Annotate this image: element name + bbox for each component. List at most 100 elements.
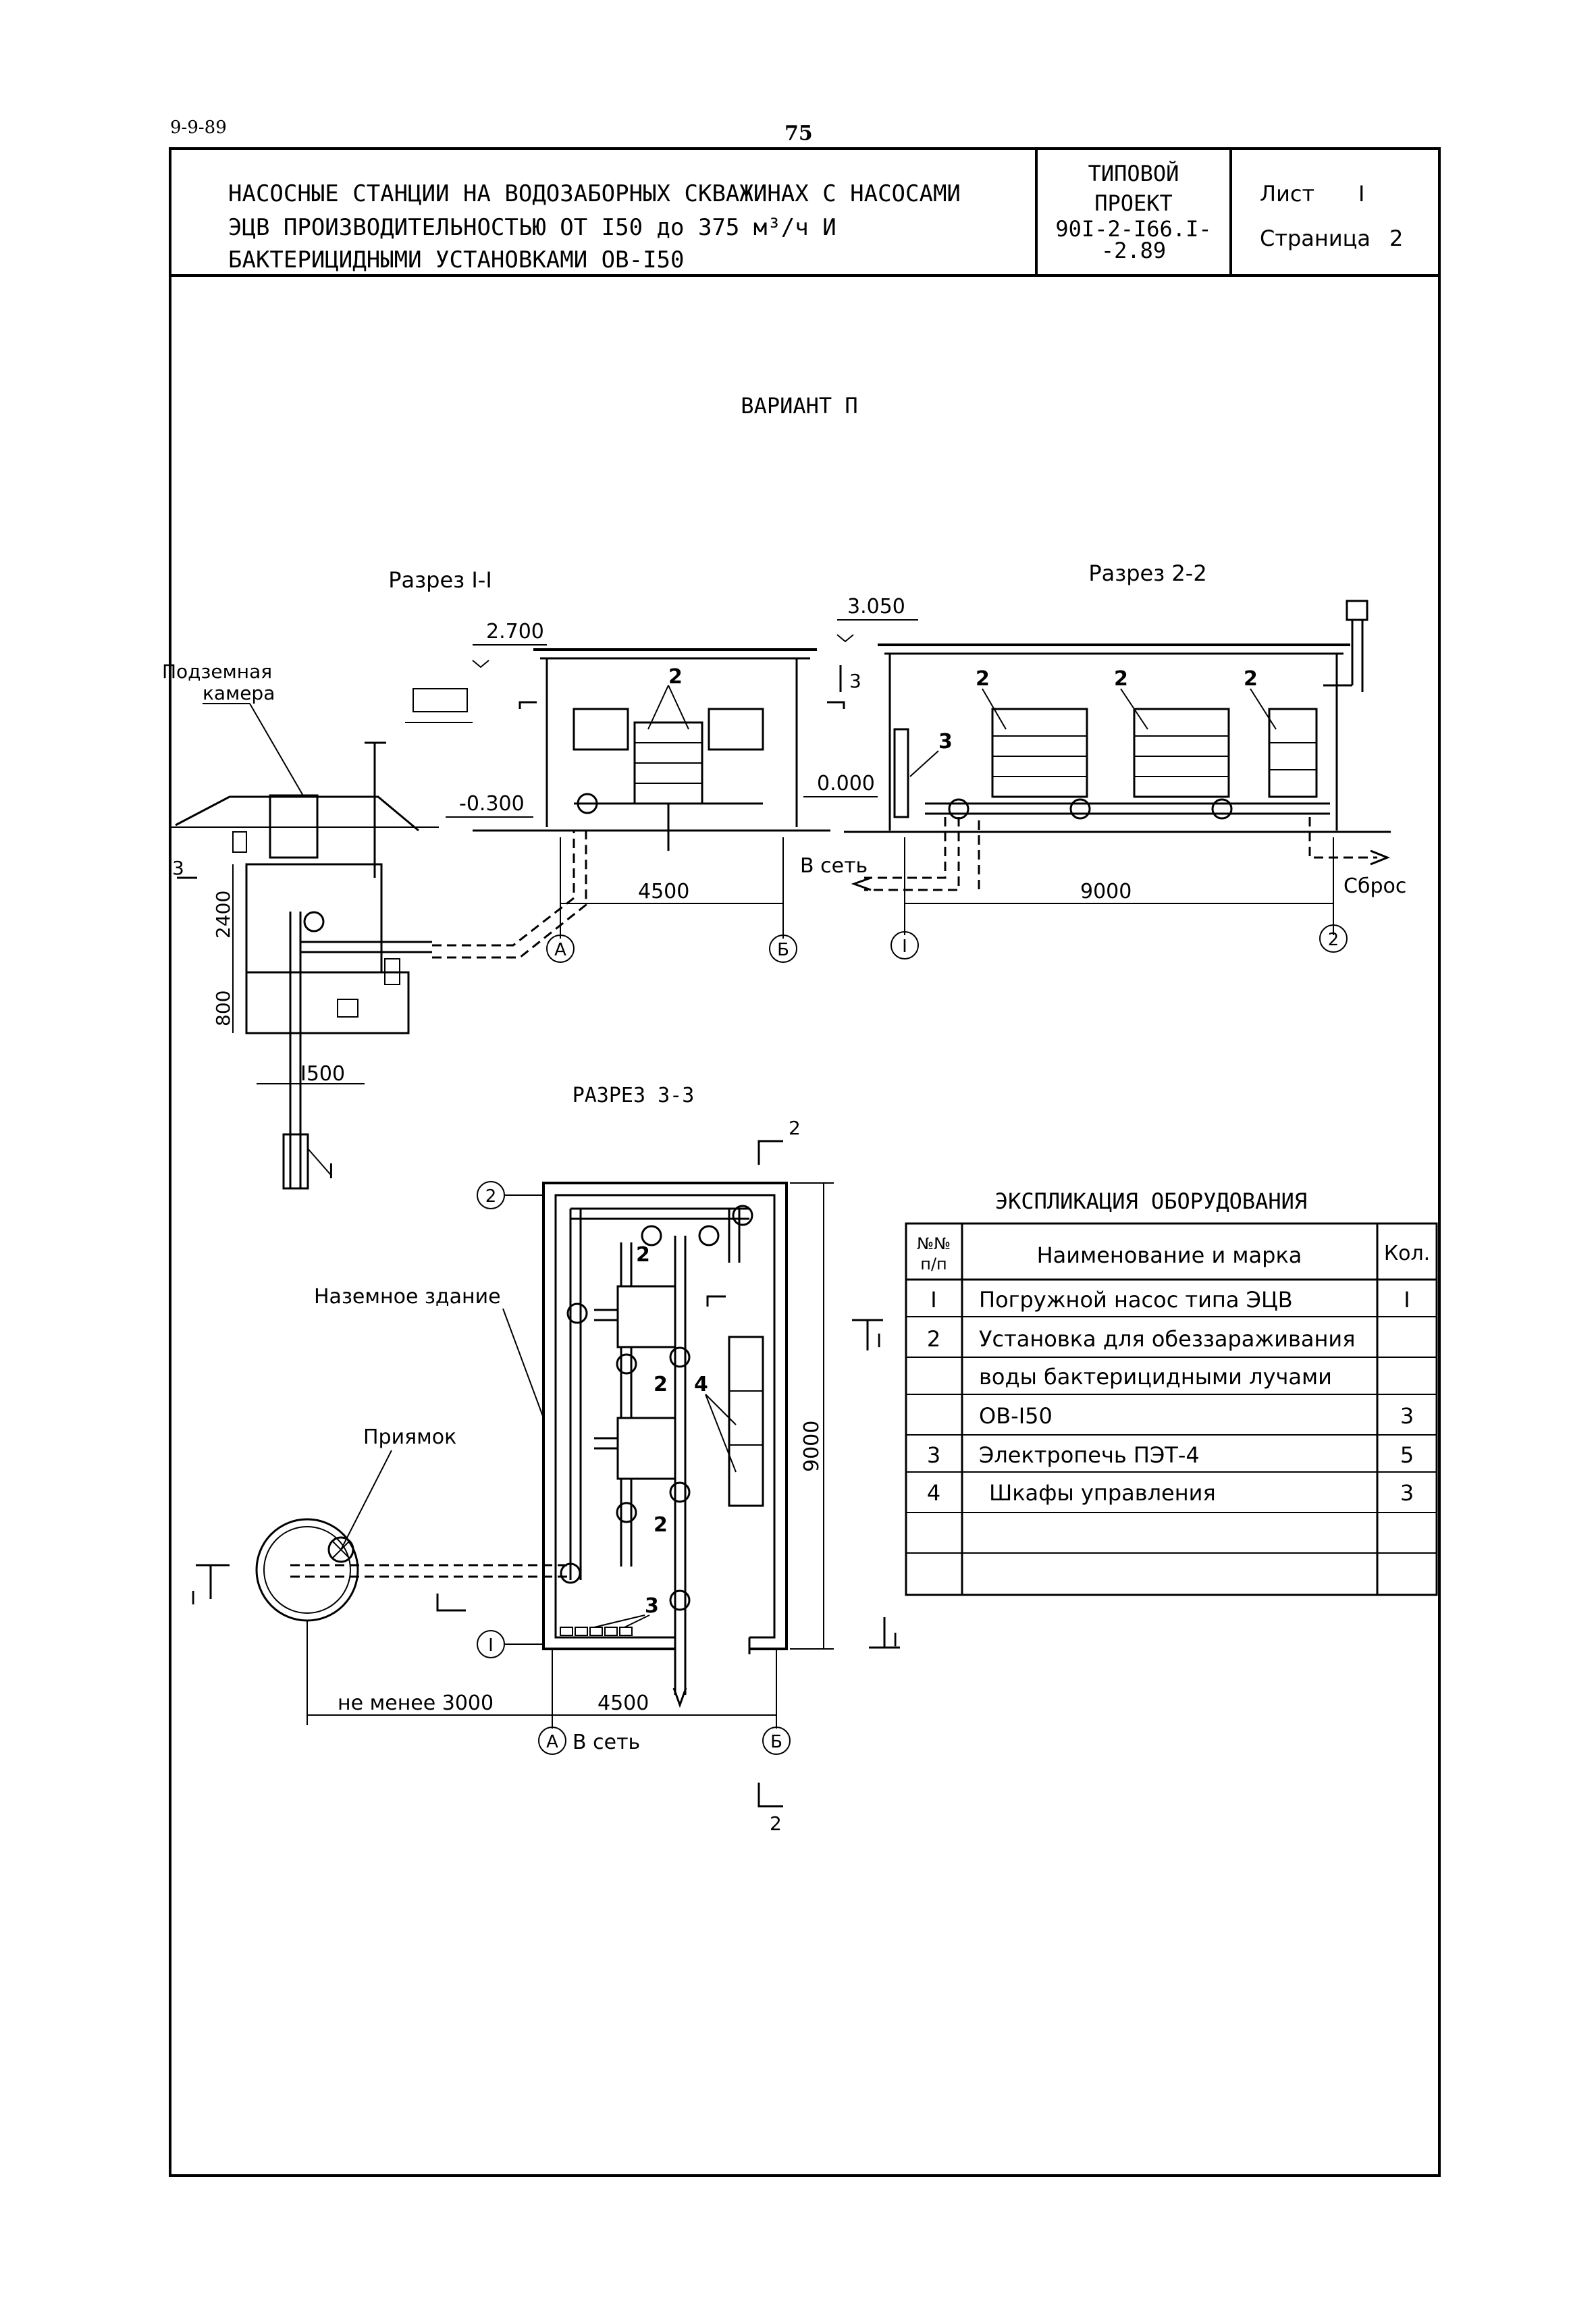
callout-3: 3: [645, 1594, 659, 1618]
row-name: Шкафы управления: [989, 1480, 1216, 1506]
cut-2-bottom-label: 2: [770, 1812, 782, 1835]
to-network: В сеть: [573, 1731, 640, 1754]
callout-1: I: [328, 1160, 334, 1184]
row-name: ОВ-I50: [979, 1403, 1053, 1429]
valve-icon: [669, 1481, 691, 1503]
level-ground: -0.300: [459, 792, 525, 816]
table-frame: [905, 1222, 1438, 1596]
col-name: Наименование и марка: [1037, 1242, 1302, 1268]
axis-bubble: [477, 1630, 505, 1658]
table-row: 3 Электропечь ПЭТ-4 5: [927, 1442, 1414, 1468]
title-line-2: ЭЦВ ПРОИЗВОДИТЕЛЬНОСТЬЮ ОТ I50 до 375 м³…: [228, 214, 836, 241]
vent-cap: [1346, 600, 1368, 621]
pipe-loop: [708, 708, 764, 751]
heater: [619, 1627, 633, 1636]
dim-depth: 2400: [212, 891, 234, 939]
valve-icon: [616, 1353, 637, 1375]
dim-width: I500: [300, 1062, 345, 1086]
sheet-value: I: [1358, 181, 1364, 207]
pump-leader: [307, 1147, 331, 1176]
valve-icon: [698, 1225, 720, 1246]
section-1-title: Разрез I-I: [388, 567, 492, 593]
level-roof: 3.050: [847, 595, 905, 619]
table-row: I Погружной насос типа ЭЦВ I: [930, 1287, 1410, 1313]
project-line-4: -2.89: [1101, 238, 1166, 263]
heater: [575, 1627, 588, 1636]
cut-marker-inner: [436, 1594, 466, 1612]
row-name: Погружной насос типа ЭЦВ: [979, 1287, 1293, 1313]
cut-marker-2-top: [757, 1140, 783, 1165]
leader-line: [624, 1614, 650, 1628]
callout-2b: 2: [654, 1373, 668, 1396]
section-2-title: Разрез 2-2: [1088, 560, 1206, 586]
page-number: 75: [784, 122, 813, 145]
callout-2a: 2: [976, 667, 990, 691]
control-cabinets: [728, 1336, 764, 1507]
section-3-title: РАЗРЕЗ 3-3: [573, 1084, 695, 1107]
row-num: 2: [927, 1326, 940, 1352]
title-block-project: ТИПОВОЙ ПРОЕКТ 90I-2-I66.I- -2.89: [1055, 161, 1211, 263]
chamber-detail: [337, 999, 358, 1018]
cut-detail: [706, 1295, 726, 1307]
project-line-1: ТИПОВОЙ: [1088, 161, 1179, 186]
level-roof: 2.700: [486, 620, 544, 643]
leader-line: [249, 703, 304, 797]
callout-2: 2: [668, 665, 683, 689]
row-name: Электропечь ПЭТ-4: [979, 1442, 1200, 1468]
heater: [589, 1627, 603, 1636]
project-line-2: ПРОЕКТ: [1094, 190, 1173, 216]
heater: [893, 728, 909, 818]
level-arrow: [836, 634, 854, 643]
pit-circle-inner: [263, 1526, 351, 1614]
axis-bubble: [477, 1181, 505, 1209]
row-qty: 3: [1400, 1403, 1414, 1429]
flow-arrow: [672, 1687, 687, 1708]
page-label: Страница: [1260, 226, 1371, 251]
pipe-loop: [573, 708, 629, 751]
chamber-detail: [384, 958, 400, 985]
callout-3: 3: [938, 730, 953, 754]
dim-length: 9000: [800, 1421, 824, 1472]
min-distance: не менее 3000: [338, 1691, 494, 1715]
level-arrow: [472, 660, 489, 668]
heater: [560, 1627, 573, 1636]
uv-unit-plan: [616, 1417, 676, 1480]
discharge: Сброс: [1344, 874, 1406, 898]
row-qty: 5: [1400, 1442, 1414, 1468]
leader-line: [705, 1394, 737, 1425]
cut-marker: [518, 701, 537, 709]
axis-2: 2: [485, 1186, 497, 1207]
row-qty: I: [1404, 1287, 1410, 1313]
row-num: 4: [927, 1480, 940, 1506]
cut-1-left-label: I: [190, 1587, 196, 1609]
leader-line: [668, 685, 689, 730]
callout-2c: 2: [1244, 667, 1258, 691]
cut-1-top-label: I: [876, 1330, 882, 1352]
leader-line: [909, 750, 939, 777]
level-floor: 0.000: [817, 772, 875, 795]
section-2-2: Разрез 2-2 3.050 0.000 3 2 2: [800, 560, 1406, 959]
dim-building: 4500: [638, 880, 689, 903]
project-line-3: 90I-2-I66.I-: [1055, 216, 1211, 242]
callout-4: 4: [694, 1373, 708, 1396]
door-opening: [675, 1634, 749, 1654]
leader-line: [1250, 688, 1277, 730]
table-row: ОВ-I50 3: [979, 1403, 1414, 1429]
pit-label: Приямок: [363, 1425, 456, 1449]
discharge-pipe: [1308, 817, 1377, 859]
ground-mound: [175, 795, 419, 832]
cut-marker-2-bottom: [757, 1783, 783, 1808]
row-num: 3: [927, 1442, 940, 1468]
valve-icon: [669, 1346, 691, 1368]
explication-title: ЭКСПЛИКАЦИЯ ОБОРУДОВАНИЯ: [995, 1188, 1307, 1214]
heater: [604, 1627, 618, 1636]
building-inner-wall: [554, 1194, 776, 1639]
axis-1: I: [488, 1635, 494, 1656]
hatch-mark: [232, 831, 247, 853]
axis-bubble: [1319, 924, 1348, 953]
to-network: В сеть: [800, 854, 868, 878]
axis-bubble: [546, 935, 575, 963]
flow-arrow: [1370, 849, 1391, 866]
valve-icon: [577, 793, 598, 814]
